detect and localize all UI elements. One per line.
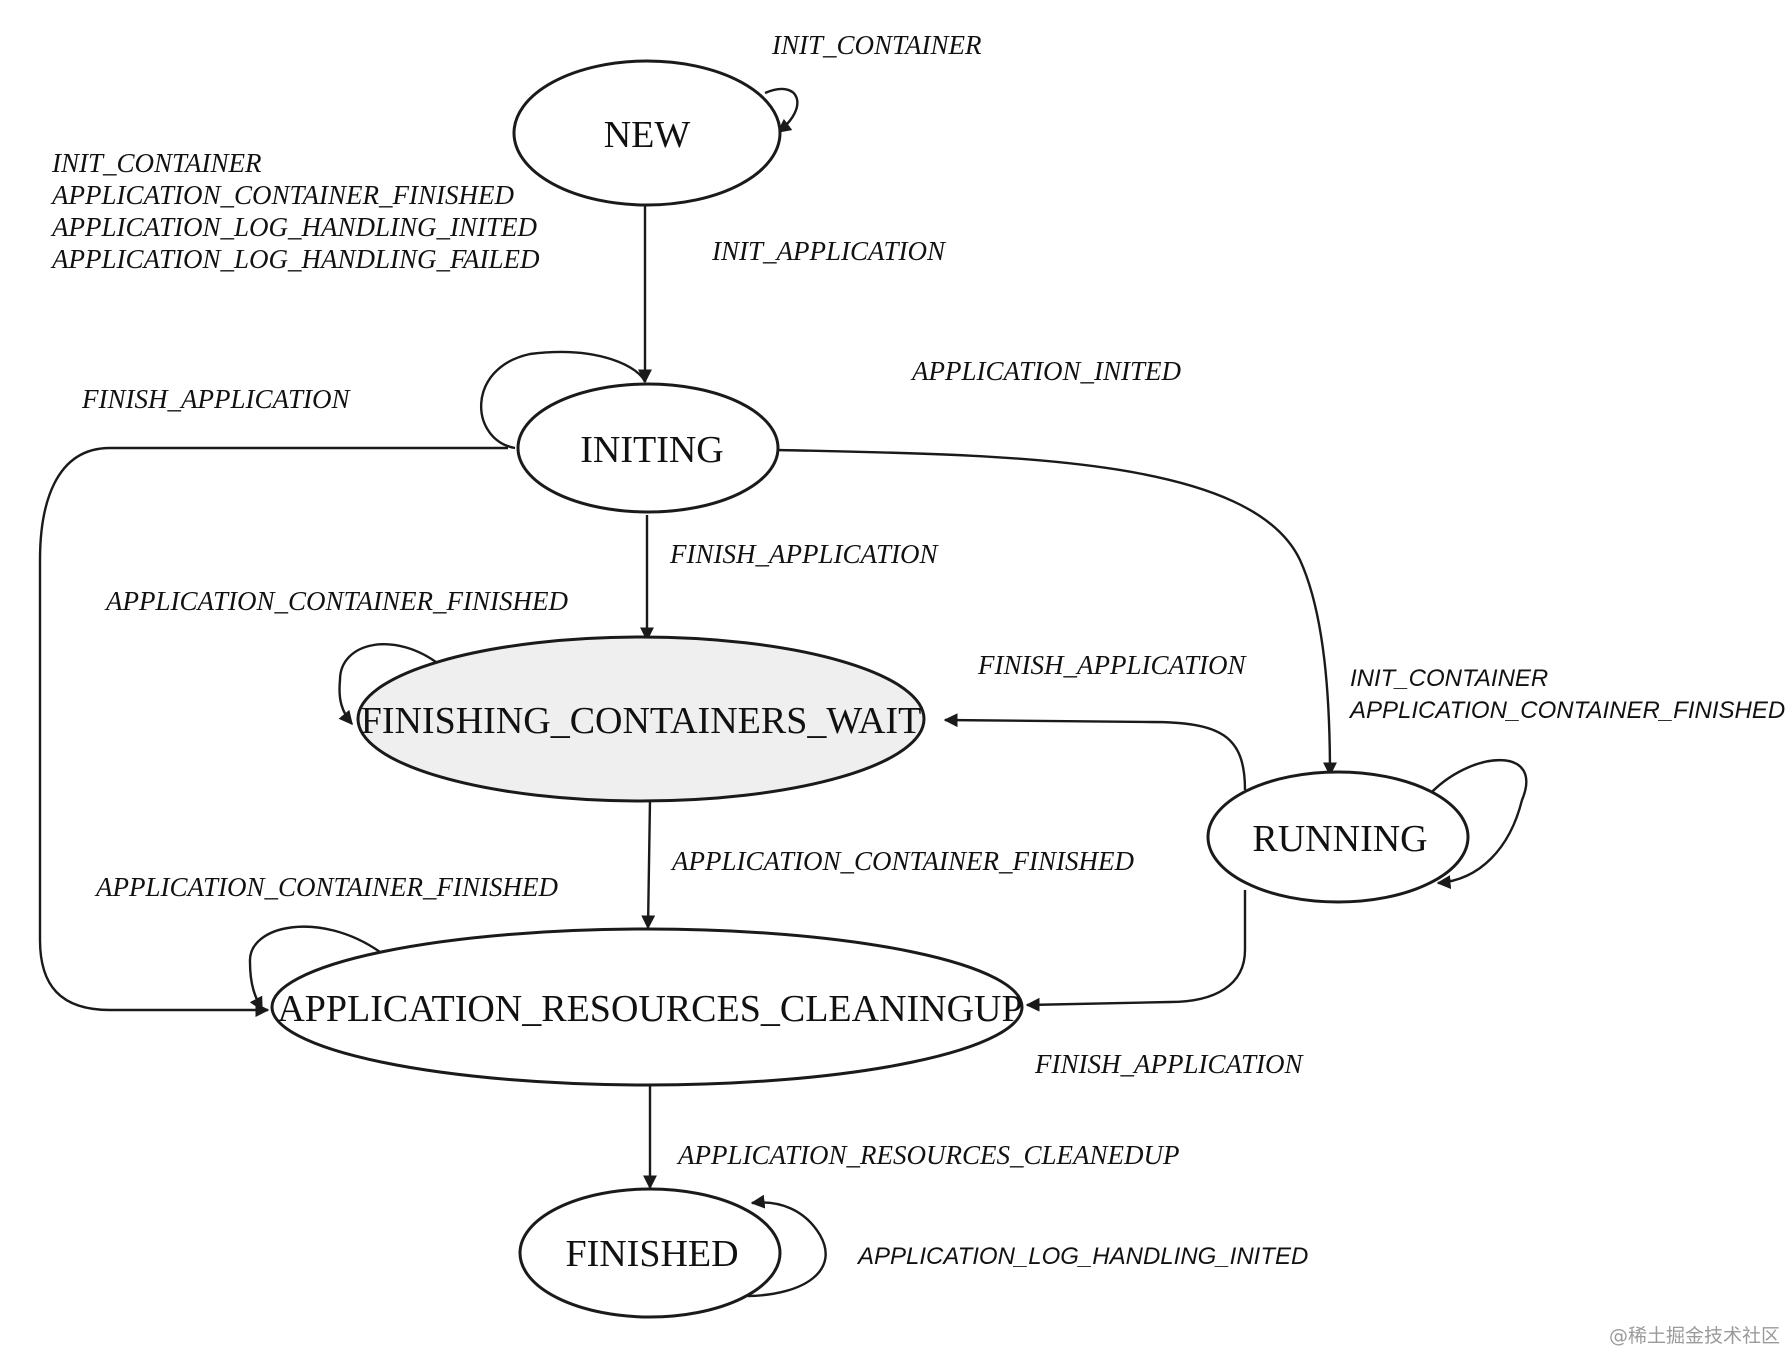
edge-initing-to-cleanup (38, 446, 508, 1017)
edge-running-self (1427, 759, 1528, 890)
state-label-finishing-containers-wait: FINISHING_CONTAINERS_WAIT (361, 700, 922, 742)
state-finishing-containers-wait: FINISHING_CONTAINERS_WAIT (356, 635, 926, 803)
label-running-to-fcw: FINISH_APPLICATION (977, 650, 1247, 680)
edge-fcw-to-cleanup (641, 799, 656, 930)
state-initing: INITING (516, 382, 780, 514)
label-initing-to-fcw: FINISH_APPLICATION (669, 539, 939, 569)
state-running: RUNNING (1206, 770, 1470, 904)
edge-finished-self (747, 1194, 827, 1298)
label-finished-self: APPLICATION_LOG_HANDLING_INITED (856, 1243, 1308, 1270)
state-label-running: RUNNING (1252, 818, 1427, 860)
edge-labels: INIT_CONTAINER INIT_APPLICATION INIT_CON… (50, 30, 1785, 1270)
state-application-resources-cleaningup: APPLICATION_RESOURCES_CLEANINGUP (270, 927, 1024, 1087)
label-initing-self-3: APPLICATION_LOG_HANDLING_INITED (50, 212, 538, 242)
label-cleanup-self: APPLICATION_CONTAINER_FINISHED (94, 872, 558, 902)
state-label-application-resources-cleaningup: APPLICATION_RESOURCES_CLEANINGUP (277, 988, 1022, 1030)
state-new: NEW (512, 59, 782, 207)
edge-new-self (764, 87, 799, 133)
edge-running-to-fcw (943, 713, 1247, 791)
state-label-new: NEW (604, 114, 691, 156)
label-running-self-1: INIT_CONTAINER (1350, 665, 1548, 692)
edge-running-to-cleanup (1025, 890, 1247, 1012)
label-initing-to-cleanup: FINISH_APPLICATION (81, 384, 351, 414)
edges (38, 87, 1528, 1298)
label-fcw-self: APPLICATION_CONTAINER_FINISHED (104, 586, 568, 616)
state-label-finished: FINISHED (565, 1233, 738, 1275)
watermark: @稀土掘金技术社区 (1609, 1325, 1780, 1347)
label-new-self: INIT_CONTAINER (771, 30, 982, 60)
label-initing-self-1: INIT_CONTAINER (51, 148, 262, 178)
label-running-self-2: APPLICATION_CONTAINER_FINISHED (1348, 697, 1785, 724)
edge-fcw-self (338, 643, 441, 726)
label-new-to-initing: INIT_APPLICATION (711, 236, 947, 266)
label-initing-self-2: APPLICATION_CONTAINER_FINISHED (50, 180, 514, 210)
label-initing-to-running: APPLICATION_INITED (910, 356, 1181, 386)
state-label-initing: INITING (580, 429, 724, 471)
edge-initing-self (480, 350, 647, 450)
label-fcw-to-cleanup: APPLICATION_CONTAINER_FINISHED (670, 846, 1134, 876)
edge-initing-to-running (777, 448, 1337, 777)
label-cleanup-to-finished: APPLICATION_RESOURCES_CLEANEDUP (676, 1140, 1179, 1170)
state-finished: FINISHED (518, 1187, 782, 1319)
label-initing-self-4: APPLICATION_LOG_HANDLING_FAILED (50, 244, 540, 274)
edge-cleanup-self (248, 925, 381, 1012)
label-running-to-cleanup: FINISH_APPLICATION (1034, 1049, 1304, 1079)
